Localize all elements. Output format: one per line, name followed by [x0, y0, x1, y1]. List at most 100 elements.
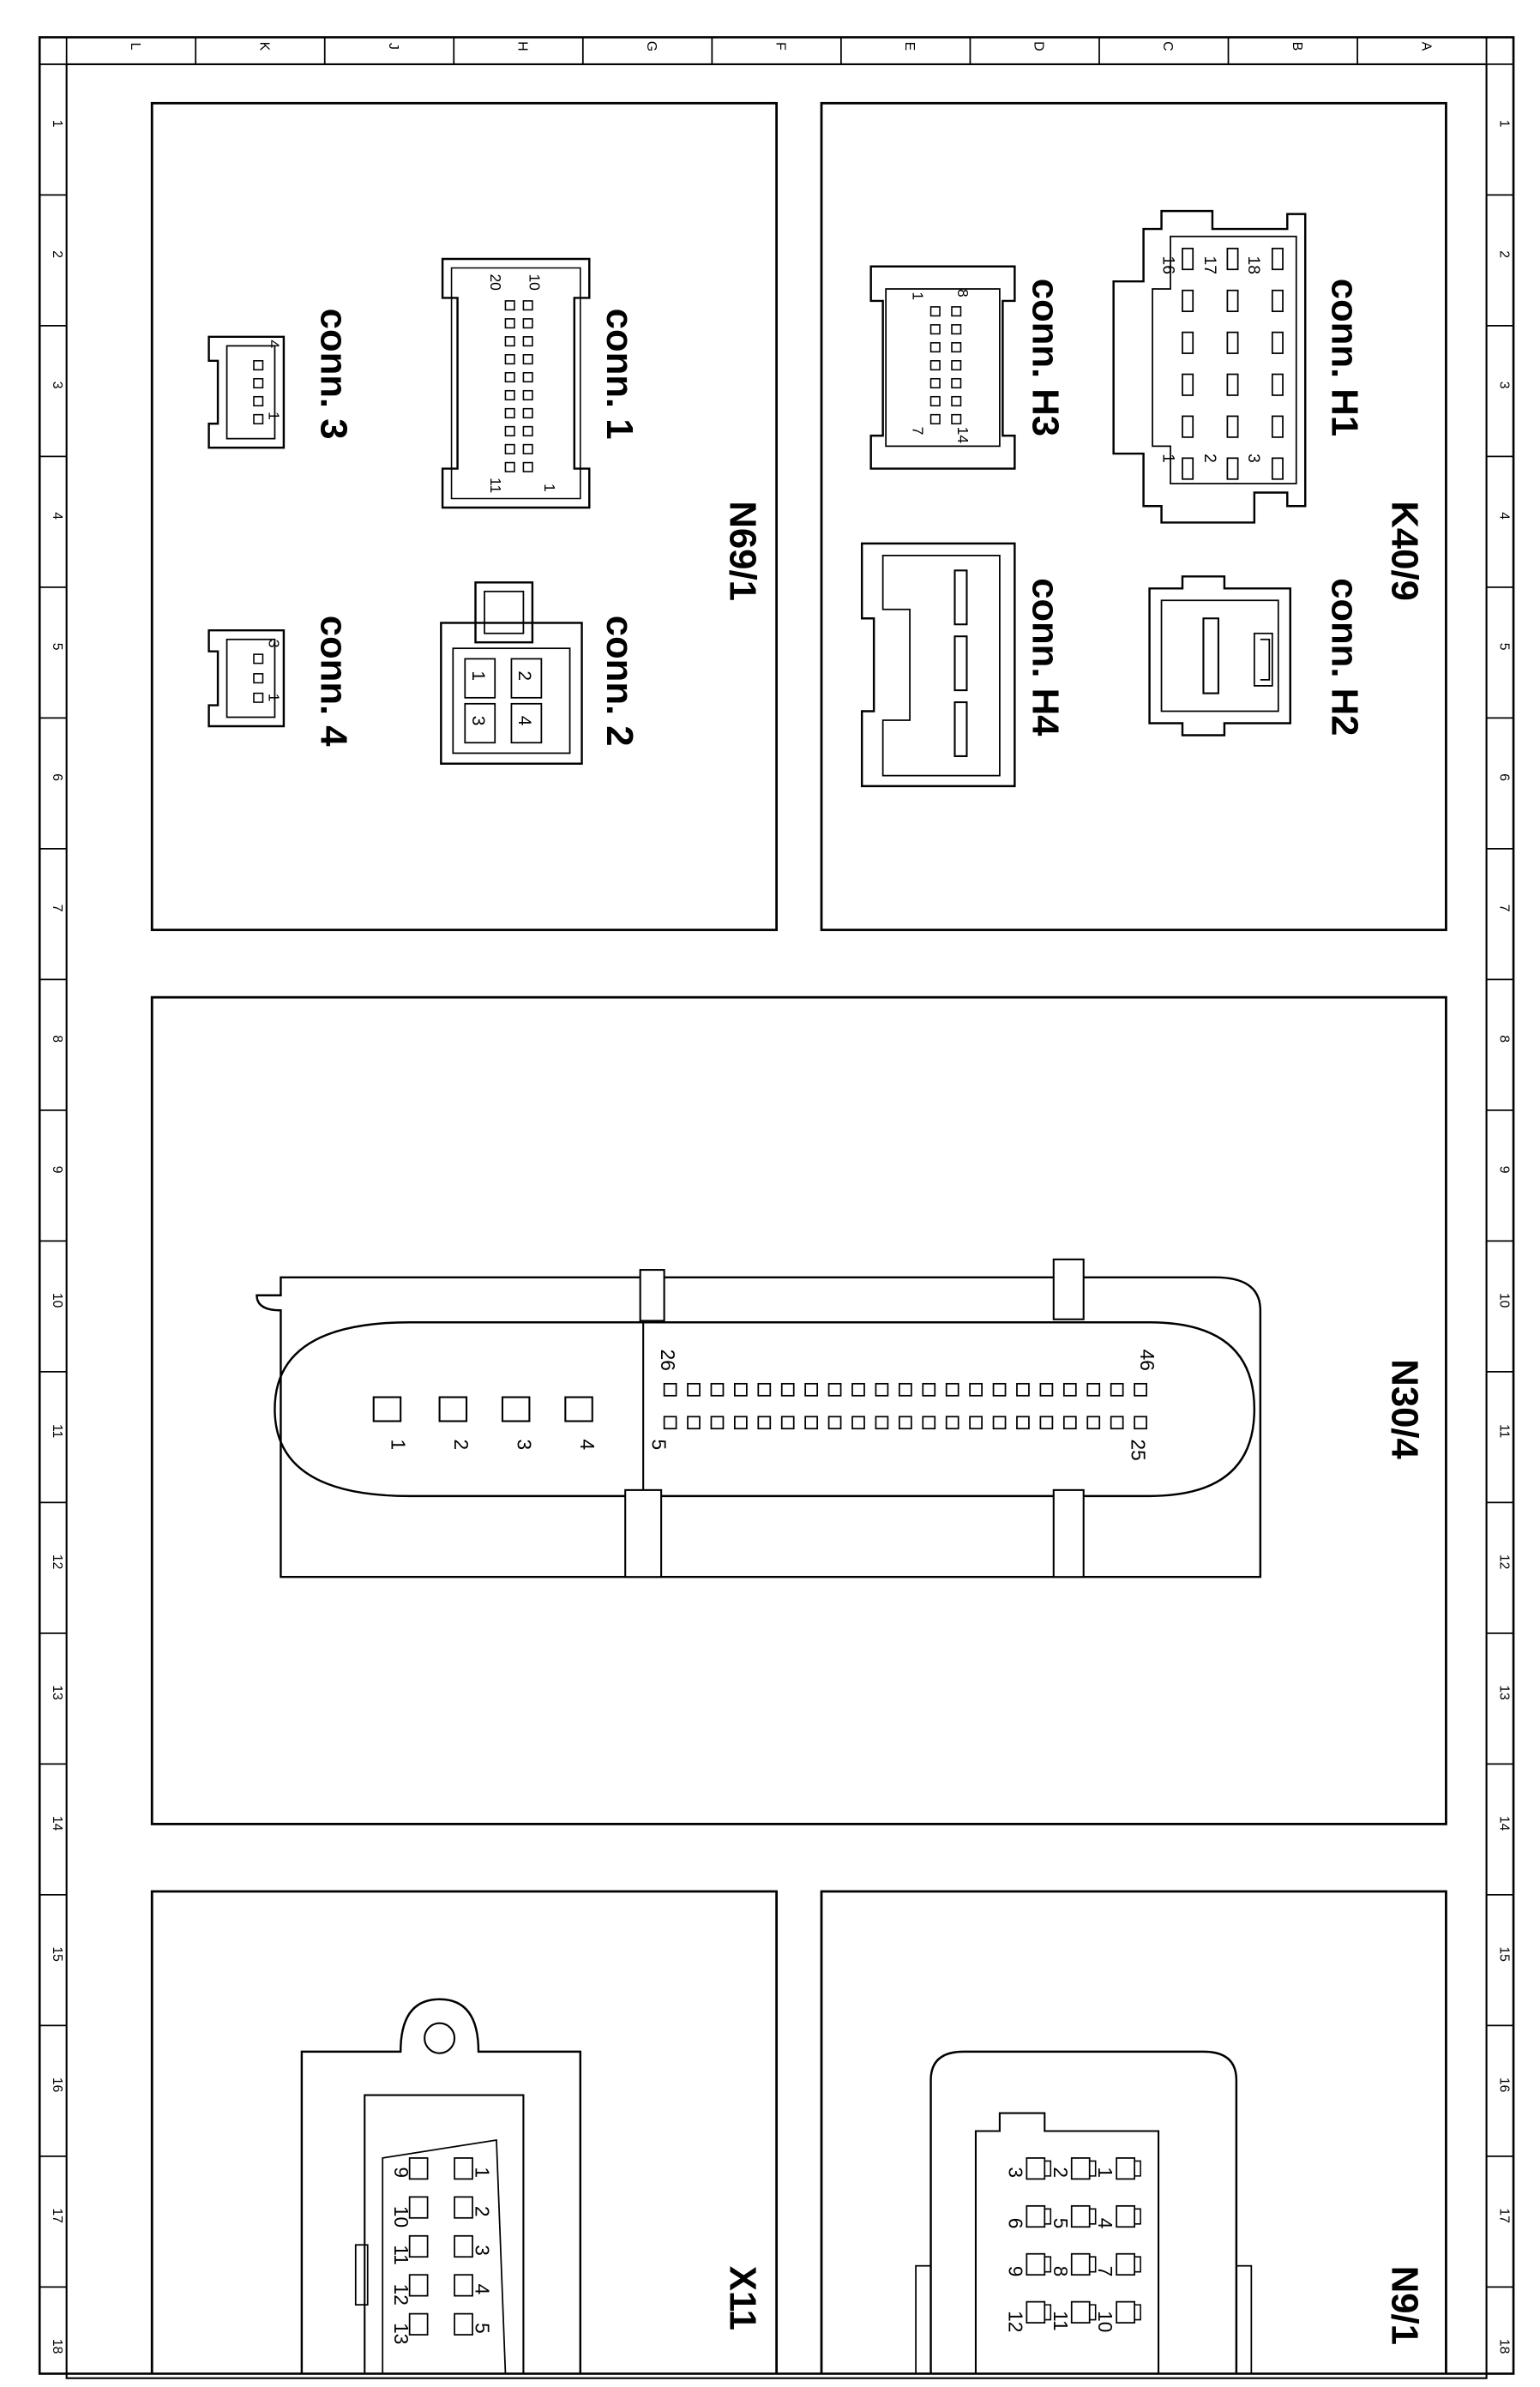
n30-4-signal-pin — [969, 1416, 983, 1430]
conn-4-pin-label: 3 — [265, 640, 282, 648]
grid-column-label: G — [644, 41, 659, 51]
x11-pin-cavity — [408, 2312, 429, 2336]
conn-1-pin-cavity — [522, 407, 533, 418]
conn-h3-pin-cavity — [929, 306, 941, 317]
conn-h3-housing — [869, 265, 1016, 470]
conn-h3-pin-cavity — [951, 413, 962, 424]
conn-h1-pin-cavity — [1182, 415, 1194, 438]
conn-2-latch-inner — [484, 590, 525, 634]
grid-column-label: E — [902, 42, 917, 51]
conn-3-pin — [253, 360, 264, 371]
conn-2-housing — [440, 622, 583, 765]
conn-h1-pin-cavity — [1182, 331, 1194, 354]
x11-frame — [150, 1890, 779, 2374]
conn-3-pin-label: 1 — [265, 412, 282, 420]
n9-1-pin-label: 5 — [1050, 2218, 1072, 2229]
n30-4-signal-pin — [945, 1416, 959, 1430]
n9-1-pin-cavities — [1026, 2157, 1141, 2324]
conn-h1-pin-cavity — [1226, 457, 1239, 480]
conn-h3-pin-label: 7 — [910, 427, 927, 436]
n9-1-pin-cavity — [1026, 2252, 1046, 2276]
grid-row-label: 3 — [1496, 382, 1511, 389]
k40-9-frame — [820, 101, 1447, 931]
n9-1-pin-bracket — [1089, 2160, 1097, 2177]
n9-1-pin-label: 4 — [1094, 2218, 1116, 2229]
conn-3-housing — [208, 335, 286, 449]
n30-4-signal-pin — [1134, 1416, 1147, 1430]
grid-row-label: 4 — [50, 512, 64, 520]
conn-4-inner — [226, 638, 276, 719]
conn-h4-label: conn. H4 — [1024, 578, 1066, 737]
n30-4-pin-label: 1 — [388, 1439, 410, 1450]
n30-4-signal-pin — [992, 1382, 1007, 1397]
n9-1-pin-bracket — [1134, 2160, 1141, 2177]
conn-h1-pin-cavities — [1182, 247, 1284, 480]
n9-1-pin-label: 2 — [1050, 2167, 1072, 2178]
n30-4-pin-label: 46 — [1136, 1350, 1158, 1371]
n30-4-signal-pin — [1086, 1416, 1101, 1430]
conn-2-cavity — [510, 702, 543, 744]
k40-9-panel: K40/9 16 17 18 1 2 3 conn. H1 conn. H2 — [820, 101, 1447, 931]
n9-1-pin-cavity — [1116, 2157, 1135, 2180]
grid-column-label: A — [1418, 42, 1433, 51]
conn-1: 20 10 11 1 conn. 1 — [441, 257, 641, 509]
conn-1-pin-cavity — [522, 371, 533, 383]
x11-pin-cavity — [454, 2157, 473, 2180]
conn-1-pin-cavities — [504, 300, 533, 472]
n30-4-signal-pin — [1062, 1416, 1077, 1430]
n9-1-pin-cavity — [1070, 2157, 1091, 2180]
grid-row-label: 5 — [1496, 643, 1511, 651]
x11-pin-cavity — [408, 2234, 429, 2258]
conn-1-label: conn. 1 — [599, 309, 641, 440]
conn-1-pin-cavity — [522, 336, 533, 347]
conn-h1-pin-cavity — [1271, 415, 1284, 438]
conn-1-pin-cavity — [504, 443, 515, 454]
conn-h1-pin-cavity — [1182, 457, 1194, 480]
conn-h3-label: conn. H3 — [1024, 279, 1066, 436]
n9-1-pin-bracket — [1134, 2256, 1141, 2273]
n30-4-signal-pin — [687, 1382, 701, 1397]
n9-1-pin-bracket — [1134, 2208, 1141, 2225]
n9-1-pin-bracket — [1089, 2208, 1097, 2225]
grid-row-label: 8 — [50, 1035, 64, 1043]
n30-4-signal-pin — [663, 1382, 677, 1397]
conn-3-pin-label: 4 — [265, 340, 282, 348]
grid-row-label: 5 — [50, 643, 64, 651]
grid-row-label: 13 — [1496, 1685, 1511, 1700]
conn-2-cavity — [464, 658, 496, 699]
conn-h3-pin-cavity — [929, 324, 941, 335]
n9-1-pin-label: 1 — [1094, 2167, 1116, 2178]
grid-row-label: 3 — [50, 382, 64, 389]
n30-4-signal-pin — [1039, 1382, 1054, 1397]
conn-h1-label: conn. H1 — [1324, 279, 1366, 436]
grid-row-label: 10 — [50, 1293, 64, 1308]
conn-h3: 1 8 7 14 conn. H3 — [869, 265, 1066, 470]
conn-h3-pin-label: 1 — [910, 292, 927, 300]
x11-pin-cavity — [408, 2274, 429, 2297]
conn-h1-pin-cavity — [1182, 247, 1194, 271]
grid-row-label: 18 — [50, 2339, 64, 2354]
x11-pin-cavity — [454, 2274, 473, 2297]
conn-4-housing — [208, 628, 286, 728]
x11-pin-label: 12 — [390, 2284, 412, 2306]
grid-row-label: 2 — [1496, 250, 1511, 258]
n30-4-signal-pin — [1016, 1382, 1030, 1397]
conn-1-inner — [450, 267, 581, 500]
grid-row-label: 11 — [50, 1424, 64, 1438]
grid-column-label: F — [773, 42, 788, 51]
conn-h3-pin-label: 8 — [954, 289, 972, 298]
grid-column-label: L — [128, 43, 142, 51]
n30-4-power-pin — [438, 1396, 468, 1422]
conn-h2-label: conn. H2 — [1324, 578, 1366, 736]
grid-row-label: 13 — [50, 1685, 64, 1700]
n9-1-pin-bracket — [1044, 2160, 1052, 2177]
conn-h2-blade — [1202, 617, 1219, 694]
conn-2-pin-label: 2 — [514, 670, 534, 681]
n9-1-pin-bracket — [1089, 2256, 1097, 2273]
grid-column-label: J — [386, 43, 400, 50]
x11-inner — [364, 2094, 525, 2374]
conn-2-cavity — [510, 658, 543, 699]
x11-trapezoid-face — [382, 2138, 507, 2374]
n30-4-signal-pin — [851, 1416, 865, 1430]
